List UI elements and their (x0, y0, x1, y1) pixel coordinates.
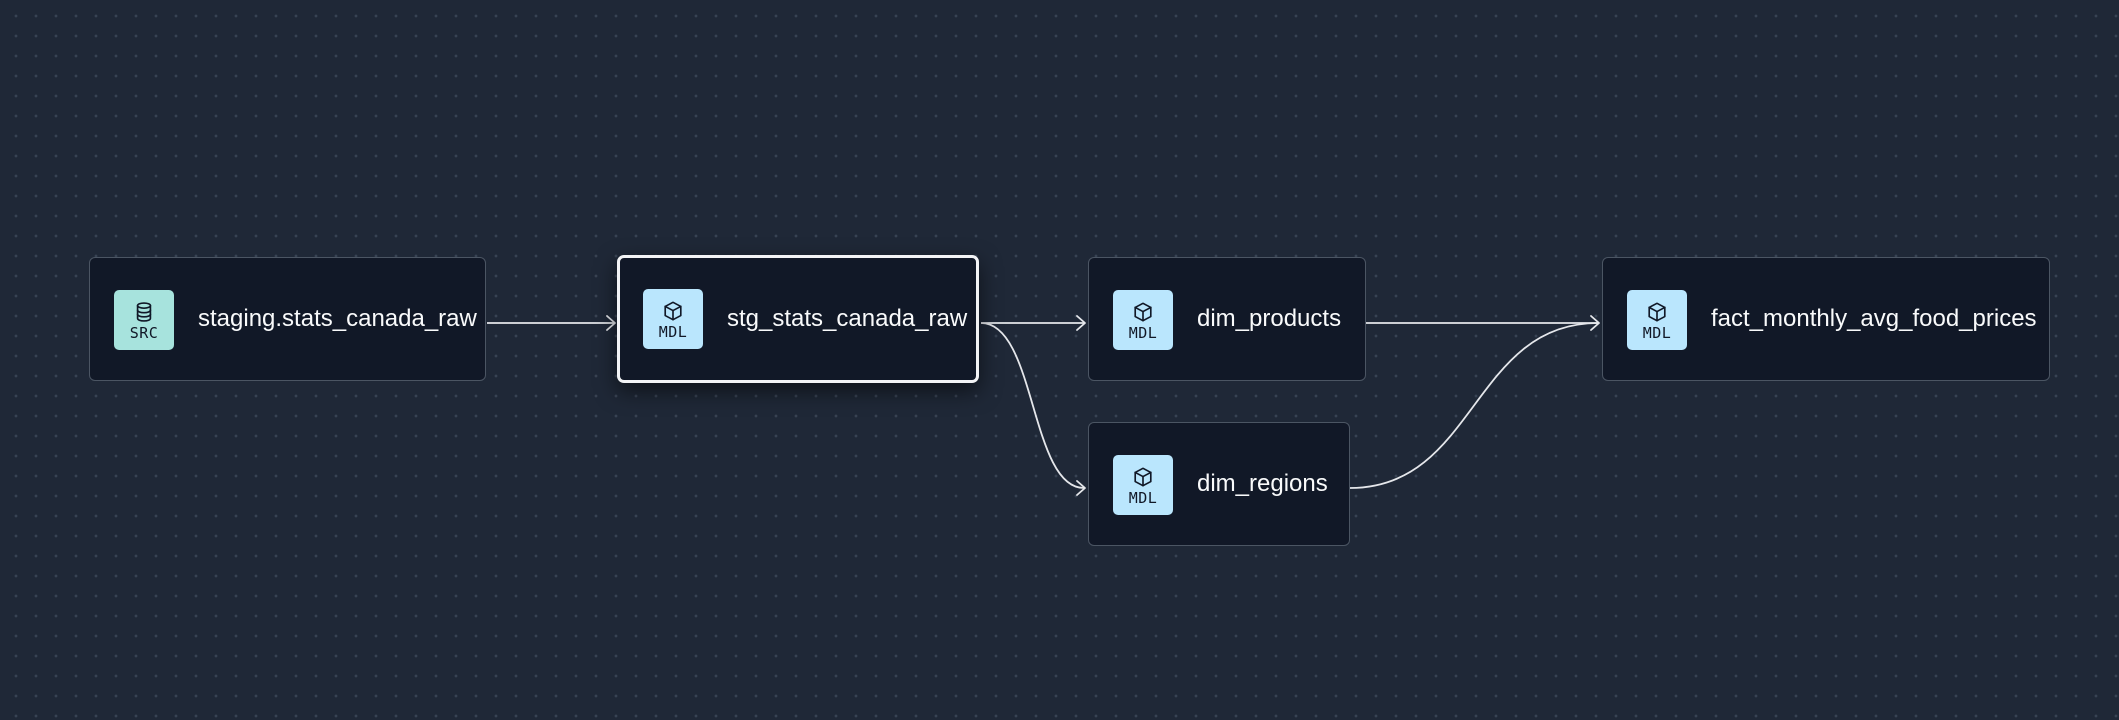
cube-icon (1132, 301, 1154, 323)
node-dim-regions[interactable]: MDL dim_regions (1088, 422, 1350, 546)
cube-icon (1646, 301, 1668, 323)
node-label: dim_products (1197, 305, 1342, 332)
database-icon (133, 301, 155, 323)
edge-dim-regions-to-fact (1349, 322, 1599, 489)
cube-icon (1132, 466, 1154, 488)
badge-label: SRC (129, 324, 159, 342)
edge-stg-to-dim-regions (980, 322, 1086, 496)
node-dim-products[interactable]: MDL dim_products (1088, 257, 1366, 381)
badge-label: MDL (1128, 324, 1158, 342)
node-fact-monthly-avg-food-prices[interactable]: MDL fact_monthly_avg_food_prices (1602, 257, 2050, 381)
model-badge: MDL (643, 289, 703, 349)
source-badge: SRC (114, 290, 174, 350)
badge-label: MDL (658, 323, 688, 341)
node-label: dim_regions (1197, 470, 1328, 497)
model-badge: MDL (1113, 290, 1173, 350)
cube-icon (662, 300, 684, 322)
edge-src-to-stg (487, 315, 616, 331)
node-label: fact_monthly_avg_food_prices (1711, 305, 2037, 332)
model-badge: MDL (1113, 455, 1173, 515)
edge-dim-products-to-fact (1366, 315, 1600, 331)
node-staging-stats-canada-raw[interactable]: SRC staging.stats_canada_raw (89, 257, 486, 381)
badge-label: MDL (1642, 324, 1672, 342)
node-label: stg_stats_canada_raw (727, 305, 968, 332)
model-badge: MDL (1627, 290, 1687, 350)
edge-stg-to-dim-products (981, 315, 1086, 331)
badge-label: MDL (1128, 489, 1158, 507)
node-stg-stats-canada-raw[interactable]: MDL stg_stats_canada_raw (617, 255, 979, 383)
node-label: staging.stats_canada_raw (198, 305, 477, 332)
